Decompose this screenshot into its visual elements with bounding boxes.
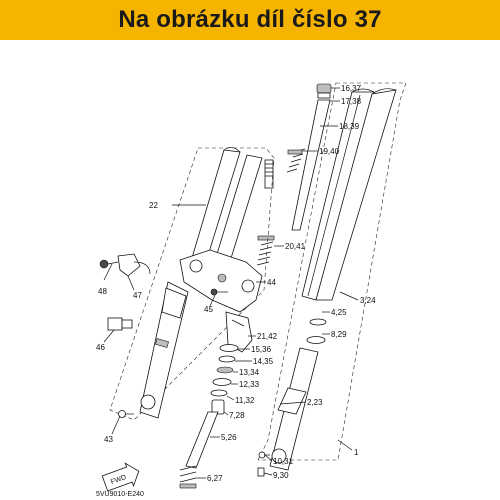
right-inner-tube	[315, 88, 397, 301]
label-8-29: 8,29	[331, 330, 347, 339]
label-46: 46	[96, 343, 105, 352]
label-3-24: 3,24	[360, 296, 376, 305]
leader-lines	[103, 87, 359, 479]
left-fork-lower-leg	[139, 281, 189, 419]
label-14-35: 14,35	[253, 357, 274, 366]
label-47: 47	[133, 291, 142, 300]
bolt-9-30	[257, 467, 265, 477]
label-17-38: 17,38	[341, 97, 362, 106]
right-fork-lower-leg	[269, 318, 327, 471]
label-9-30: 9,30	[273, 471, 289, 480]
left-fork-dashed-outline	[109, 147, 275, 421]
label-2-23: 2,23	[307, 398, 323, 407]
label-44: 44	[267, 278, 276, 287]
bolt-45	[210, 288, 228, 296]
damper-tube	[185, 411, 219, 469]
bolt-10-31	[258, 451, 270, 459]
label-19-40: 19,40	[319, 147, 340, 156]
label-10-31: 10,31	[273, 457, 294, 466]
right-fork-dashed-outline	[257, 82, 407, 461]
part-labels: 16,37 17,38 18,39 19,40 20,41 22 3,24 4,…	[96, 84, 376, 483]
label-13-34: 13,34	[239, 368, 260, 377]
label-20-41: 20,41	[285, 242, 306, 251]
label-18-39: 18,39	[339, 122, 360, 131]
label-11-32: 11,32	[235, 396, 255, 405]
bolt-48	[99, 259, 119, 269]
label-15-36: 15,36	[251, 345, 272, 354]
label-48: 48	[98, 287, 107, 296]
exploded-fork-diagram: 16,37 17,38 18,39 19,40 20,41 22 3,24 4,…	[96, 82, 407, 498]
label-1: 1	[354, 448, 359, 457]
lower-bracket	[225, 311, 253, 353]
fwd-arrow-icon: FWD	[101, 462, 140, 492]
seal-stack	[210, 344, 239, 415]
sensor-46	[107, 317, 133, 331]
bolt-43	[118, 410, 134, 418]
damper-rod-assembly	[256, 83, 332, 266]
triple-clamp	[179, 249, 263, 313]
clamp-47	[117, 253, 151, 277]
spring-6-27	[179, 465, 197, 489]
label-7-28: 7,28	[229, 411, 245, 420]
banner-title: Na obrázku díl číslo 37	[118, 6, 382, 33]
title-banner: Na obrázku díl číslo 37	[0, 0, 500, 40]
left-fork-upper-tube	[191, 147, 263, 269]
label-4-25: 4,25	[331, 308, 347, 317]
diagram-code: 5VU9010-E240	[96, 491, 144, 498]
label-43: 43	[104, 435, 113, 444]
label-21-42: 21,42	[257, 332, 278, 341]
label-22: 22	[149, 201, 158, 210]
label-5-26: 5,26	[221, 433, 237, 442]
label-16-37: 16,37	[341, 84, 362, 93]
label-6-27: 6,27	[207, 474, 223, 483]
label-45: 45	[204, 305, 213, 314]
label-12-33: 12,33	[239, 380, 260, 389]
